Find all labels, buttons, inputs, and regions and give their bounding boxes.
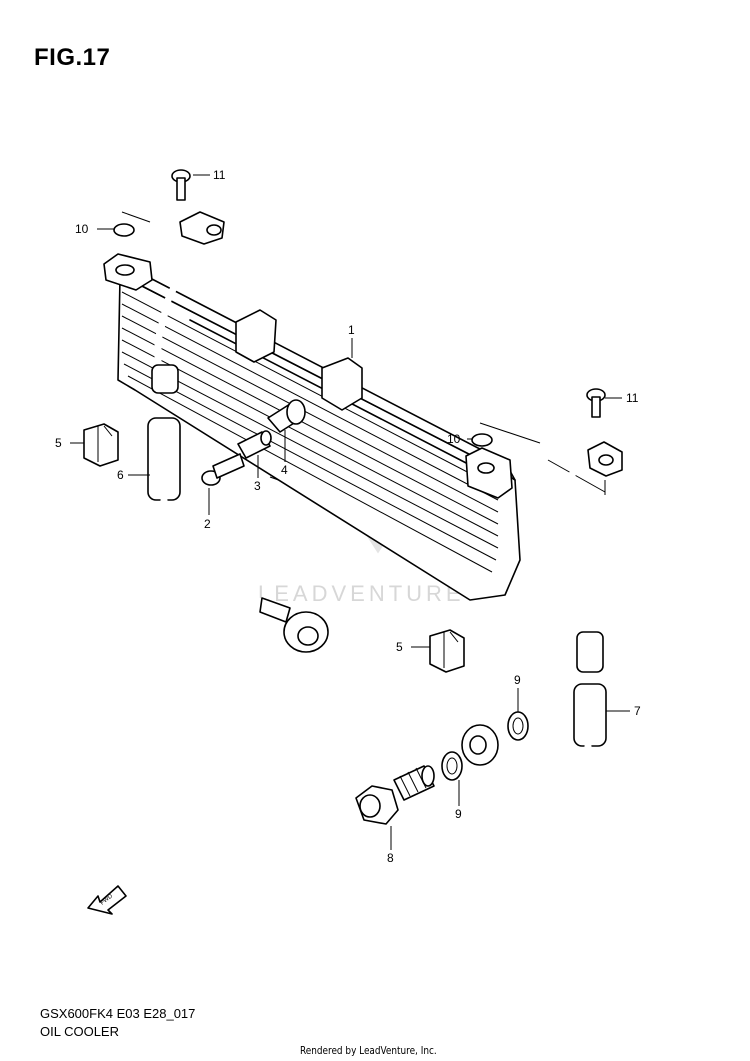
callout-leaders [70,174,630,850]
mounting-bolt [201,453,245,486]
banjo-bolt-top-right [586,388,606,418]
cushion [267,399,306,433]
oil-cooler-hose-right [461,441,623,817]
section-name: OIL COOLER [40,1024,119,1039]
callout-5-right: 5 [396,640,403,654]
hose-clamp-left [83,423,119,467]
collar [237,430,272,459]
callouts: 11 10 1 2 3 4 5 6 10 11 5 7 9 9 8 [55,168,641,865]
figure-title: FIG.17 [34,44,111,71]
callout-4: 4 [281,463,288,477]
union-bolt [355,765,435,825]
gasket-washer-right [471,433,493,447]
oil-cooler-core [103,253,521,601]
callout-2: 2 [204,517,211,531]
gasket-inner [441,751,463,781]
callout-10-right: 10 [447,432,461,446]
callout-11-right: 11 [626,391,639,405]
render-credit: Rendered by LeadVenture, Inc. [300,1044,437,1057]
callout-3: 3 [254,479,261,493]
forward-direction-arrow: FWD [87,885,127,915]
gasket-outer [507,711,529,741]
model-code: GSX600FK4 E03 E28_017 [40,1006,196,1021]
callout-1: 1 [348,323,355,337]
callout-6: 6 [117,468,124,482]
callout-8: 8 [387,851,394,865]
callout-5-left: 5 [55,436,62,450]
callout-7: 7 [634,704,641,718]
watermark-text: LEADVENTURE [258,581,465,606]
callout-9-inner: 9 [455,807,462,821]
callout-9-outer: 9 [514,673,521,687]
callout-10-left: 10 [75,222,89,236]
banjo-bolt-top-left [171,169,191,201]
gasket-washer-left [113,223,135,237]
oil-cooler-hose-left [147,211,329,653]
callout-11-left: 11 [213,168,226,182]
hose-clamp-right [429,629,465,673]
